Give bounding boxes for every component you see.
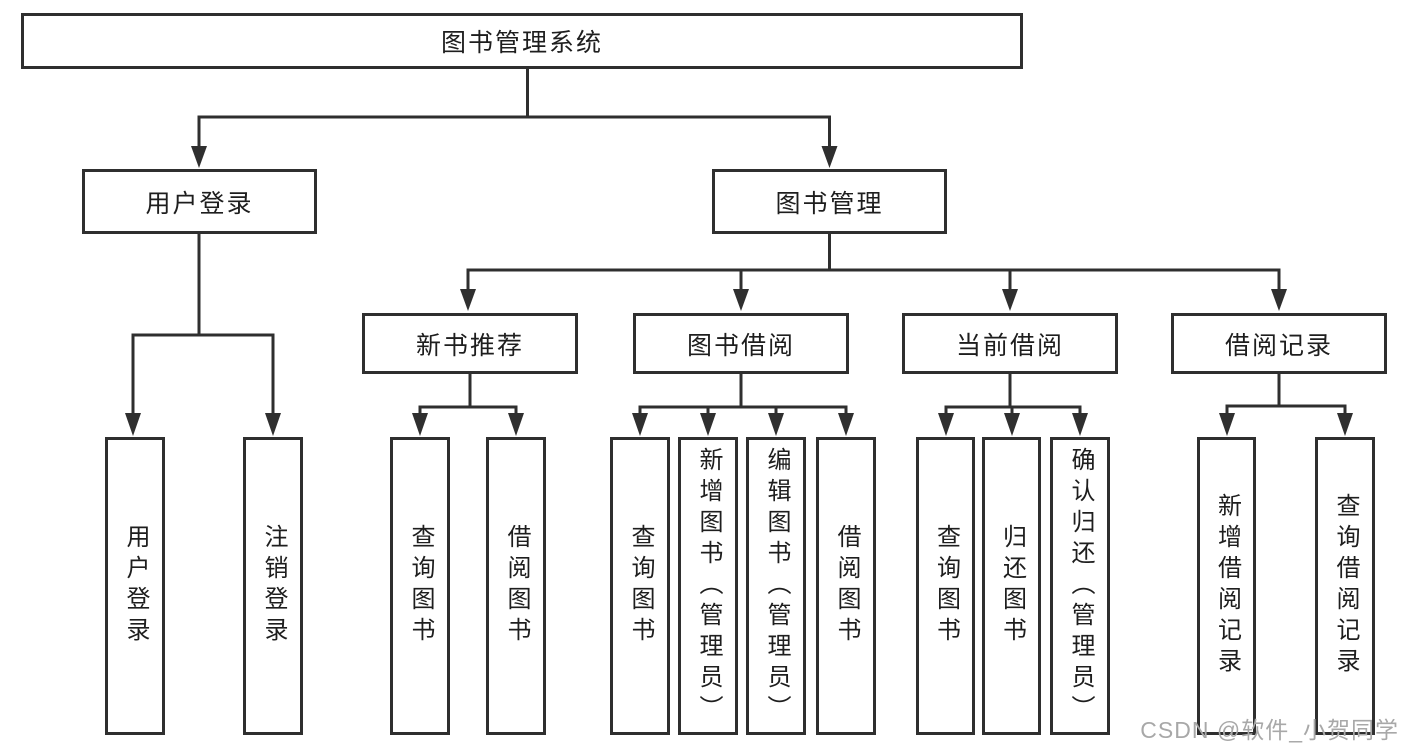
leaf-query-books-recommend: 查询图书 [390,437,450,735]
leaf-query-books-current: 查询图书 [916,437,975,735]
node-new-book-recommend: 新书推荐 [362,313,578,374]
node-current-borrowing: 当前借阅 [902,313,1118,374]
node-borrow-records: 借阅记录 [1171,313,1387,374]
node-root: 图书管理系统 [21,13,1023,69]
leaf-query-books-borrowing: 查询图书 [610,437,670,735]
node-user-login: 用户登录 [82,169,317,234]
leaf-user-login: 用户登录 [105,437,165,735]
leaf-add-book-admin: 新增图书（管理员） [678,437,738,735]
leaf-add-borrow-record: 新增借阅记录 [1197,437,1256,735]
leaf-borrow-books-recommend: 借阅图书 [486,437,546,735]
leaf-confirm-return-admin: 确认归还（管理员） [1050,437,1110,735]
csdn-watermark: CSDN @软件_小贺同学 [1140,717,1399,743]
node-book-management: 图书管理 [712,169,947,234]
leaf-borrow-books-borrowing: 借阅图书 [816,437,876,735]
leaf-query-borrow-record: 查询借阅记录 [1315,437,1375,735]
node-book-borrowing: 图书借阅 [633,313,849,374]
leaf-edit-book-admin: 编辑图书（管理员） [746,437,806,735]
leaf-logout: 注销登录 [243,437,303,735]
leaf-return-book: 归还图书 [982,437,1041,735]
